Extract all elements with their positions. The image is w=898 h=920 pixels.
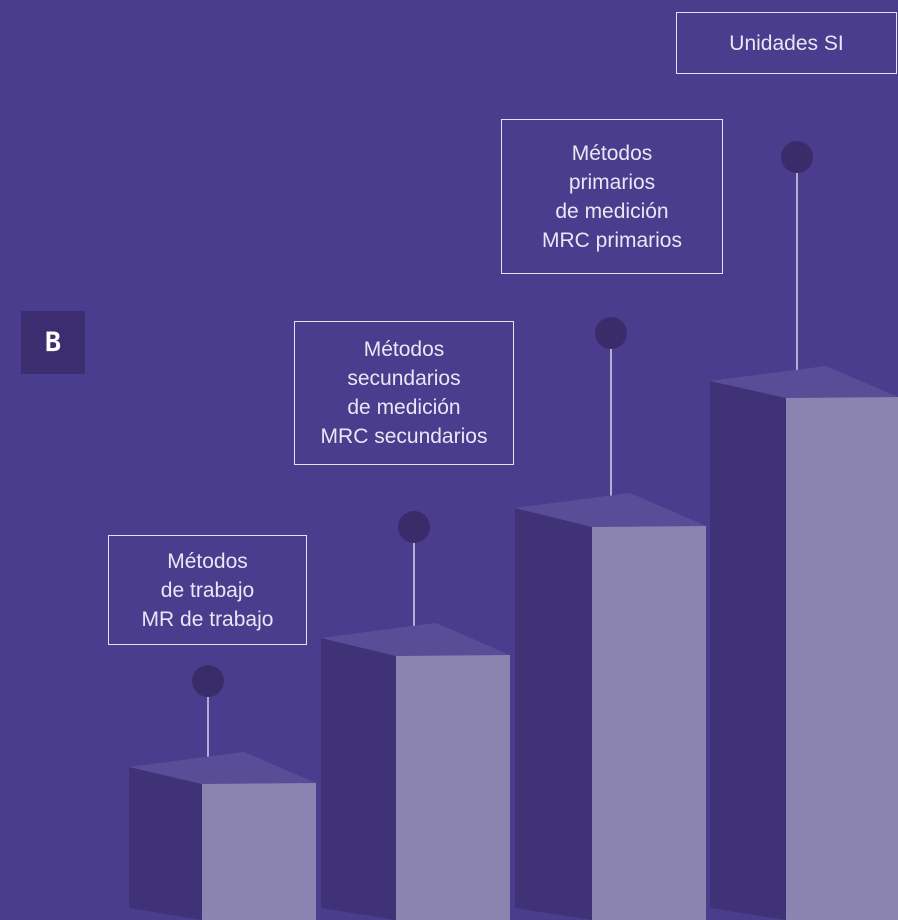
- step-top-face: [129, 752, 316, 784]
- label-line: Métodos: [363, 338, 445, 361]
- label-box-secondary-level: Métodos secundarios de medición MRC secu…: [294, 321, 514, 465]
- label-line: secundarios: [347, 367, 461, 390]
- step-top-face: [321, 623, 510, 656]
- label-line: MR de trabajo: [141, 607, 274, 631]
- label-box-working-level: Métodos de trabajo MR de trabajo: [108, 535, 307, 645]
- step-front-face: [786, 397, 898, 920]
- step-side-face: [321, 638, 396, 920]
- step-side-face: [710, 381, 786, 920]
- steps-group: [129, 141, 898, 920]
- label-line: MRC primarios: [541, 228, 682, 252]
- marker-dot: [781, 141, 813, 173]
- label-line: Métodos: [571, 141, 653, 165]
- step-front-face: [202, 783, 316, 920]
- label-line: Unidades SI: [729, 31, 844, 55]
- label-line: de trabajo: [160, 578, 255, 602]
- marker-dot: [595, 317, 627, 349]
- step-side-face: [129, 767, 202, 920]
- label-box-primary-level: Métodos primarios de medición MRC primar…: [501, 119, 723, 274]
- step-front-face: [396, 655, 510, 920]
- step-side-face: [515, 508, 592, 920]
- label-box-si-units: Unidades SI: [676, 12, 897, 74]
- label-line: Métodos: [167, 549, 248, 573]
- label-line: de medición: [347, 396, 461, 419]
- label-line: de medición: [555, 199, 669, 223]
- marker-dot: [398, 511, 430, 543]
- step-front-face: [592, 526, 706, 920]
- panel-letter-badge: B: [21, 311, 85, 374]
- label-line: primarios: [568, 170, 656, 194]
- step-top-face: [515, 493, 706, 527]
- step-top-face: [710, 366, 898, 398]
- marker-dot: [192, 665, 224, 697]
- label-line: MRC secundarios: [320, 425, 488, 448]
